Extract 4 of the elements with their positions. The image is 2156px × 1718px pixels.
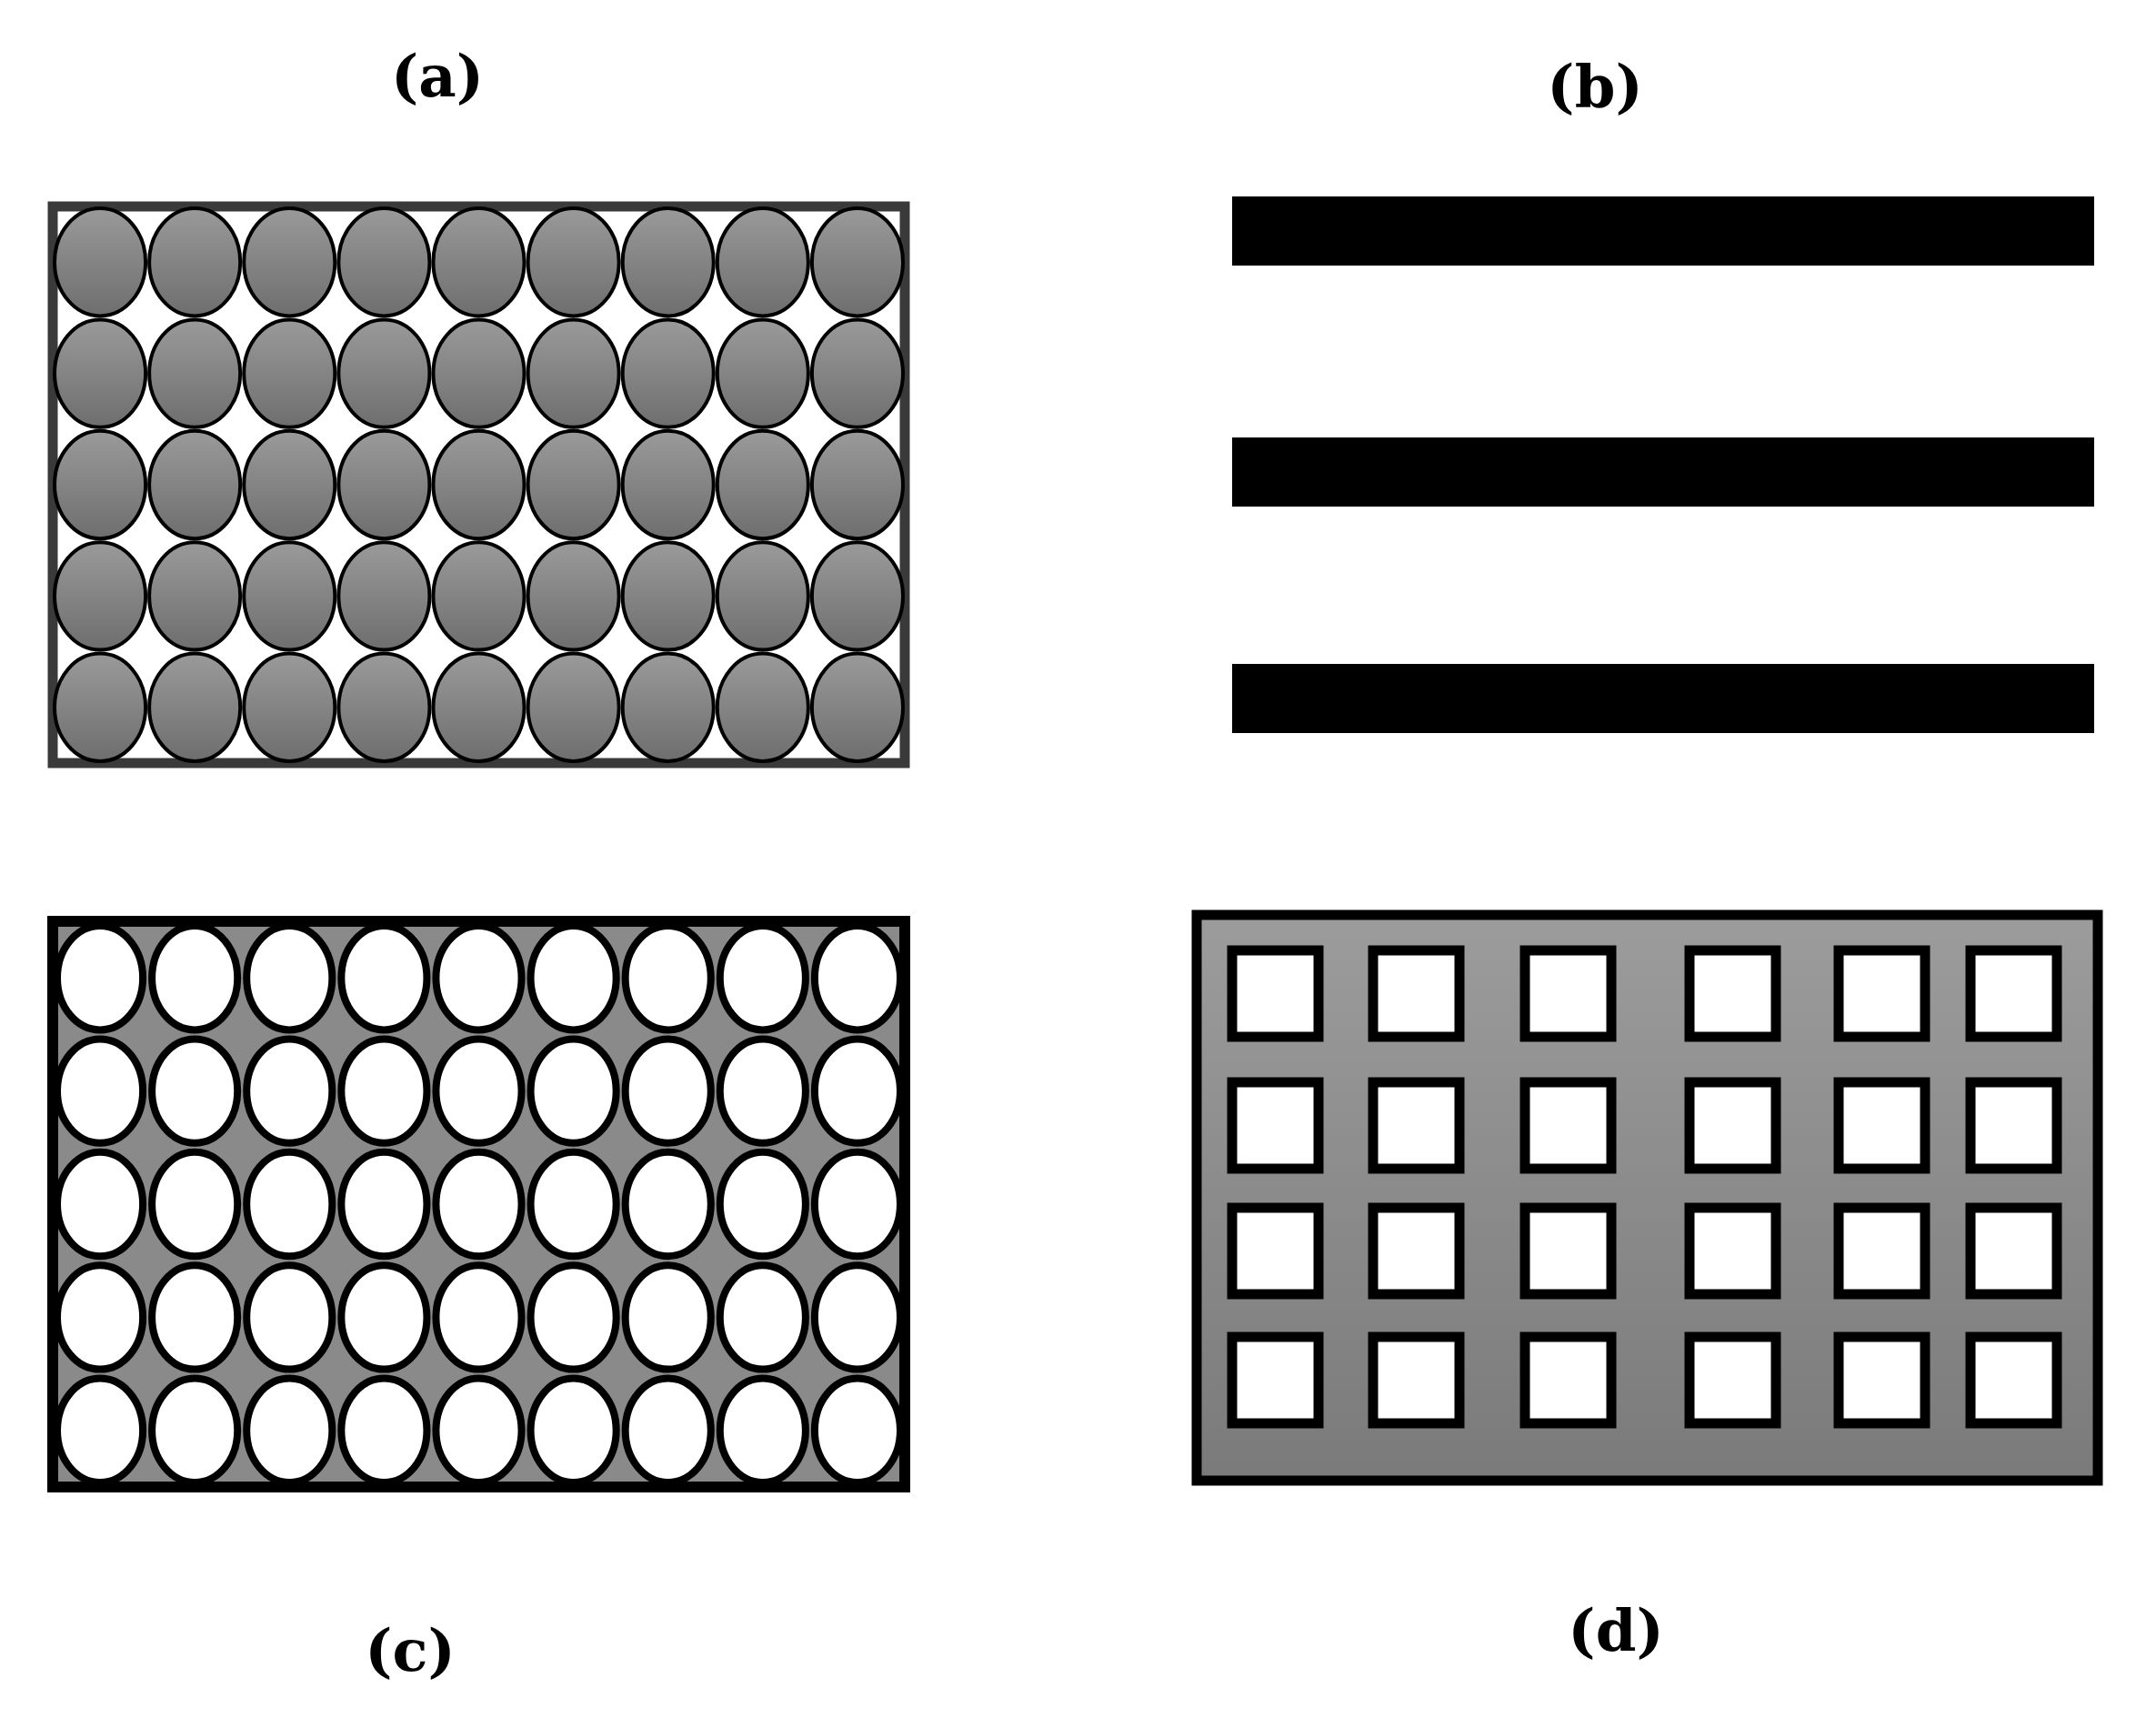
panel-label: (c) [365,1615,456,1684]
panel-label: (a) [391,41,484,110]
panel-label: (d) [1568,1595,1664,1664]
panel-label: (b) [1547,51,1643,120]
